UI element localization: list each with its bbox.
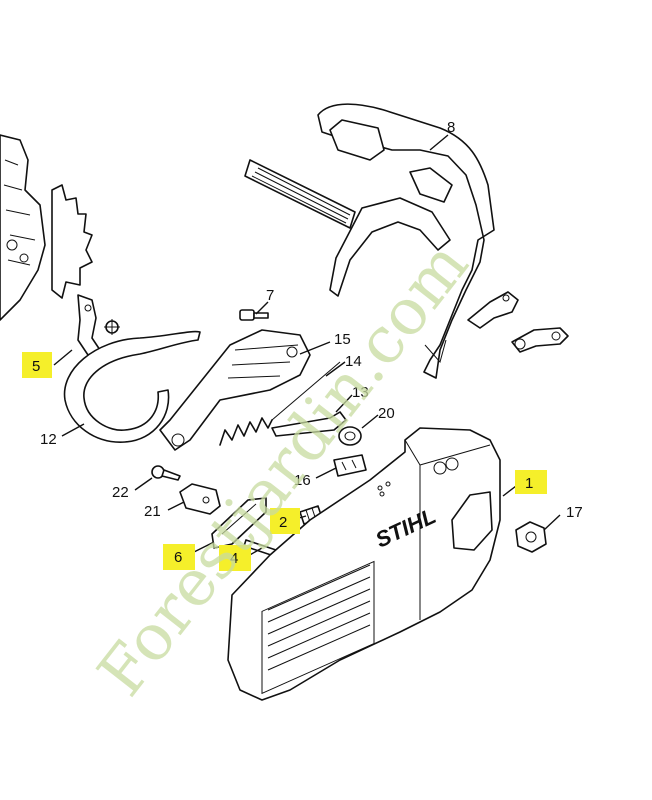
callout-2: 2 (279, 514, 287, 531)
callout-20: 20 (378, 405, 395, 422)
callout-labels: 1 2 4 5 6 7 8 12 13 14 15 16 17 20 21 22 (32, 119, 583, 567)
part-16-slider (333, 454, 367, 477)
brake-linkage (467, 291, 569, 353)
callout-4: 4 (230, 550, 238, 567)
callout-8: 8 (447, 119, 455, 136)
chain-sprocket-plate (51, 184, 93, 299)
part-20-bushing (338, 426, 362, 446)
callout-14: 14 (345, 353, 362, 370)
part-5-bracket (77, 294, 101, 356)
part-13-pin (271, 411, 347, 437)
part-1-sprocket-cover: STIHL (227, 427, 501, 701)
part-17-nut (515, 521, 547, 553)
highlight-6 (163, 544, 195, 570)
part-15-brake-lever (159, 329, 311, 451)
leader-lines (53, 134, 561, 557)
mesh-grille (244, 159, 356, 229)
part-12-brake-band (63, 330, 201, 443)
part-6-tensioner (211, 497, 267, 549)
highlight-4 (219, 545, 251, 571)
engine-housing-partial (0, 134, 46, 321)
screw-small (104, 319, 120, 335)
highlight-2 (270, 508, 300, 534)
part-7-screw (239, 309, 269, 321)
part-14-spring (219, 361, 341, 446)
cover-vent-slots (261, 560, 375, 695)
part-22-screw (151, 465, 181, 481)
callout-17: 17 (566, 504, 583, 521)
callout-13: 13 (352, 384, 369, 401)
part-21-block (179, 483, 221, 515)
callout-12: 12 (40, 431, 57, 448)
callout-22: 22 (112, 484, 129, 501)
callout-6: 6 (174, 549, 182, 566)
callout-7: 7 (266, 287, 274, 304)
highlight-5 (22, 352, 52, 378)
highlight-1 (515, 470, 547, 494)
callout-highlights (22, 352, 547, 571)
part-8-hand-guard (317, 103, 495, 379)
callout-15: 15 (334, 331, 351, 348)
callout-16: 16 (294, 472, 311, 489)
callout-5: 5 (32, 358, 40, 375)
callout-1: 1 (525, 475, 533, 492)
callout-21: 21 (144, 503, 161, 520)
